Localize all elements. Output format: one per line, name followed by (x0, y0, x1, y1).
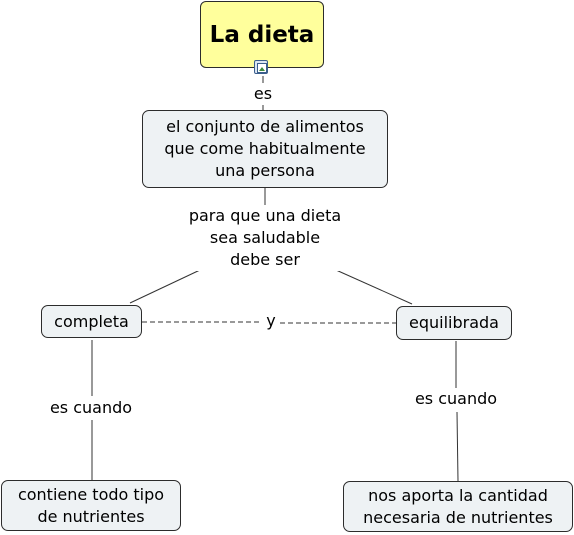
line-para-que-to-equilibrada (335, 269, 413, 305)
link-es: es (250, 83, 276, 105)
link-para-que: para que una dieta sea saludable debe se… (170, 205, 360, 271)
line-es-cuando-to-aporta (456, 411, 459, 482)
concept-aporta-cantidad[interactable]: nos aporta la cantidad necesaria de nutr… (343, 481, 573, 532)
link-es-cuando-left: es cuando (40, 397, 142, 419)
concept-equilibrada[interactable]: equilibrada (396, 306, 512, 340)
concept-aporta-cantidad-label: nos aporta la cantidad necesaria de nutr… (363, 485, 553, 527)
concept-contiene-nutrientes-label: contiene todo tipo de nutrientes (17, 484, 165, 526)
image-icon[interactable] (254, 60, 268, 74)
line-para-que-to-completa (129, 269, 201, 304)
concept-definition-label: el conjunto de alimentos que come habitu… (164, 117, 366, 180)
concept-equilibrada-label: equilibrada (409, 313, 499, 332)
link-y: y (262, 310, 280, 332)
link-es-cuando-right: es cuando (405, 388, 507, 410)
concept-completa[interactable]: completa (41, 305, 142, 338)
concept-la-dieta[interactable]: La dieta (200, 1, 324, 68)
concept-contiene-nutrientes[interactable]: contiene todo tipo de nutrientes (1, 480, 181, 531)
concept-definition[interactable]: el conjunto de alimentos que come habitu… (142, 110, 388, 188)
concept-la-dieta-label: La dieta (209, 21, 315, 48)
concept-completa-label: completa (54, 311, 129, 331)
